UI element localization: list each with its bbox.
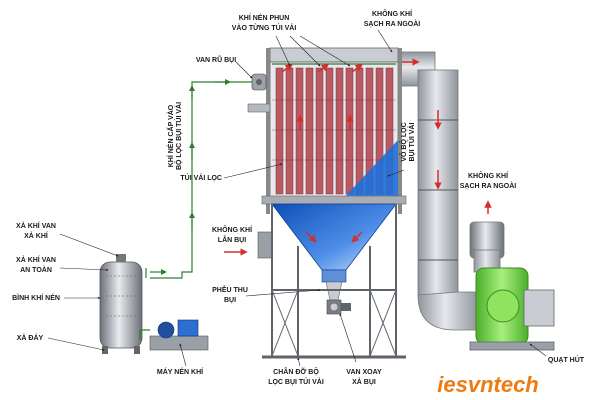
label-clean-air-top-2: SẠCH RA NGOÀI [364, 19, 421, 28]
label-dusty-air-2: LẪN BỤI [218, 235, 246, 244]
label-dust-hopper-2: BỤI [224, 297, 236, 304]
air-compressor [139, 319, 209, 351]
air-supply-pipe [145, 79, 262, 279]
label-rotary-valve-2: XẢ BỤI [352, 377, 376, 386]
label-support-frame-2: LỌC BỤI TÚI VẢI [268, 377, 324, 386]
label-compressed-air-jet-1: KHÍ NÉN PHUN [239, 13, 290, 22]
air-tank [99, 254, 143, 354]
label-vent-valve-1: XẢ KHÍ VAN [16, 221, 56, 230]
support-frame [262, 204, 406, 359]
label-safety-valve-2: AN TOÀN [20, 265, 52, 274]
label-air-supply-1: KHÍ NÉN CẤP VÀO [165, 104, 175, 167]
label-filter-housing-1: VỎ BỘ LỌC [399, 122, 408, 161]
leader-lines [47, 29, 547, 367]
label-filter-bag: TÚI VẢI LỌC [180, 173, 222, 182]
label-clean-air-right-2: SẠCH RA NGOÀI [460, 181, 517, 190]
label-safety-valve-1: XẢ KHÍ VAN [16, 255, 56, 264]
rotary-valve [326, 299, 351, 315]
label-bottom-drain: XẢ ĐÁY [17, 333, 44, 342]
exhaust-fan [469, 221, 555, 351]
label-air-supply-2: BỘ LỌC BỤI TÚI VẢI [174, 102, 183, 170]
label-exhaust-fan: QUẠT HÚT [548, 355, 585, 364]
label-filter-housing-2: BỤI TÚI VẢI [407, 123, 416, 162]
label-vent-valve-2: XẢ KHÍ [24, 231, 49, 240]
label-clean-air-right-1: KHÔNG KHÍ [468, 171, 509, 180]
dust-shake-valve [251, 73, 267, 91]
filter-housing [247, 47, 407, 214]
brand-logo: iesvntech [437, 372, 539, 397]
dust-hopper [257, 203, 397, 301]
label-dust-shake-valve: VAN RŨ BỤI [196, 55, 236, 64]
label-dusty-air-1: KHÔNG KHÍ [212, 225, 253, 234]
label-clean-air-top-1: KHÔNG KHÍ [372, 9, 413, 18]
label-compressed-air-jet-2: VÀO TỪNG TÚI VẢI [232, 23, 297, 32]
labels: KHÍ NÉN PHUN VÀO TỪNG TÚI VẢI KHÔNG KHÍ … [12, 9, 585, 386]
airflow-arrows [224, 58, 492, 256]
label-dust-hopper-1: PHỄU THU [212, 285, 248, 294]
label-air-tank: BÌNH KHÍ NÉN [12, 293, 60, 302]
label-support-frame-1: CHÂN ĐỠ BỘ [273, 367, 319, 376]
label-rotary-valve-1: VAN XOAY [346, 369, 382, 376]
label-compressor: MÁY NÉN KHÍ [157, 367, 204, 376]
filter-bags [275, 67, 394, 195]
